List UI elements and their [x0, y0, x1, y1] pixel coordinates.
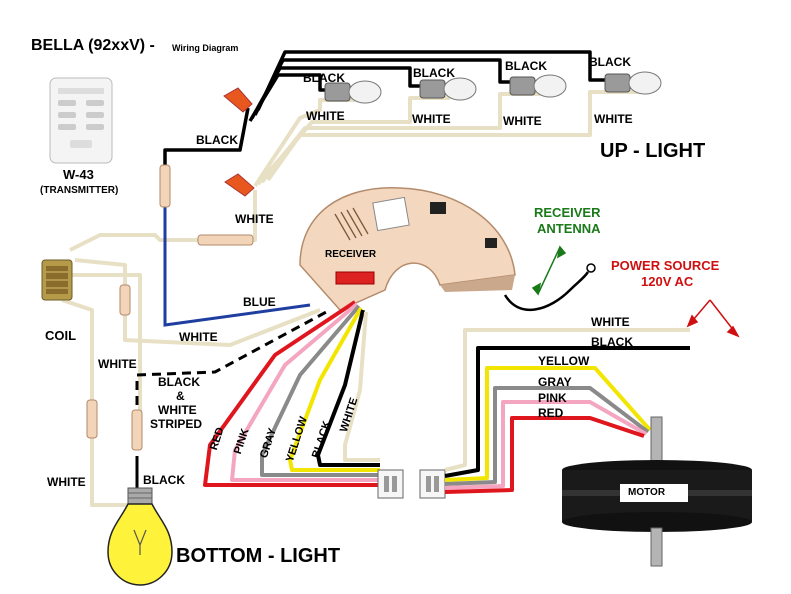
- bottom-light-bulb: [107, 487, 173, 586]
- transmitter-model: W-43: [63, 167, 94, 182]
- antenna-label-1: RECEIVER: [534, 205, 601, 220]
- motor-pink-label: PINK: [538, 391, 567, 405]
- power-source-arrows: [686, 299, 740, 338]
- transmitter-remote: [49, 77, 113, 164]
- up-black-label-2: BLACK: [413, 66, 455, 80]
- motor: [562, 416, 752, 567]
- up-white-label-1: WHITE: [306, 109, 345, 123]
- striped-label-4: STRIPED: [150, 417, 203, 431]
- feed-black-label: BLACK: [196, 133, 238, 147]
- motor-gray-label: GRAY: [538, 375, 572, 389]
- antenna-pointer: [531, 245, 567, 296]
- striped-label-1: BLACK: [158, 375, 200, 389]
- power-source-label-2: 120V AC: [641, 274, 694, 289]
- left-white-label-1: WHITE: [98, 357, 137, 371]
- up-white-label-4: WHITE: [594, 112, 633, 126]
- up-black-label-4: BLACK: [589, 55, 631, 69]
- feed-white-label: WHITE: [235, 212, 274, 226]
- up-light-label: UP - LIGHT: [600, 140, 706, 162]
- up-bulb-4: [604, 71, 662, 95]
- motor-red-label: RED: [538, 406, 564, 420]
- up-bulb-3: [509, 74, 567, 98]
- main-power-wires: [444, 328, 690, 478]
- motor-wires: [444, 366, 652, 494]
- striped-label-3: WHITE: [158, 403, 197, 417]
- plug-connectors: [377, 469, 446, 499]
- up-white-label-3: WHITE: [503, 114, 542, 128]
- receiver-vent: [334, 207, 369, 241]
- main-black-label: BLACK: [591, 335, 633, 349]
- diagram-subtitle: Wiring Diagram: [172, 43, 239, 53]
- coil: [41, 259, 73, 301]
- receiver-output-wires: [203, 300, 380, 487]
- blue-wire: [163, 200, 311, 327]
- left-white-label-2: WHITE: [47, 475, 86, 489]
- up-light-bulbs: [324, 71, 662, 104]
- up-bulb-2: [419, 77, 477, 101]
- up-light-black-wires: [163, 50, 640, 170]
- up-black-label-1: BLACK: [303, 71, 345, 85]
- striped-label-2: &: [176, 389, 185, 403]
- bottom-light-label: BOTTOM - LIGHT: [176, 545, 341, 567]
- wire-nut-black: [223, 87, 253, 113]
- antenna-wire: [503, 263, 596, 312]
- motor-yellow-label: YELLOW: [538, 354, 590, 368]
- coil-label: COIL: [45, 328, 77, 343]
- motor-label: MOTOR: [628, 487, 666, 498]
- transmitter-caption: (TRANSMITTER): [40, 185, 119, 196]
- inline-connectors: [86, 164, 254, 451]
- bottom-black-label: BLACK: [143, 473, 185, 487]
- wire-nut-white: [224, 173, 255, 197]
- receiver-unit: [299, 187, 516, 311]
- blue-wire-label: BLUE: [243, 295, 276, 309]
- up-bulb-1: [324, 80, 382, 104]
- power-source-label-1: POWER SOURCE: [611, 258, 720, 273]
- up-white-label-2: WHITE: [412, 112, 451, 126]
- up-black-label-3: BLACK: [505, 59, 547, 73]
- diagram-title: BELLA (92xxV) -: [31, 37, 155, 54]
- receiver-label: RECEIVER: [325, 249, 377, 260]
- main-white-label: WHITE: [591, 315, 630, 329]
- antenna-label-2: ANTENNA: [537, 221, 601, 236]
- coil-white-label: WHITE: [179, 330, 218, 344]
